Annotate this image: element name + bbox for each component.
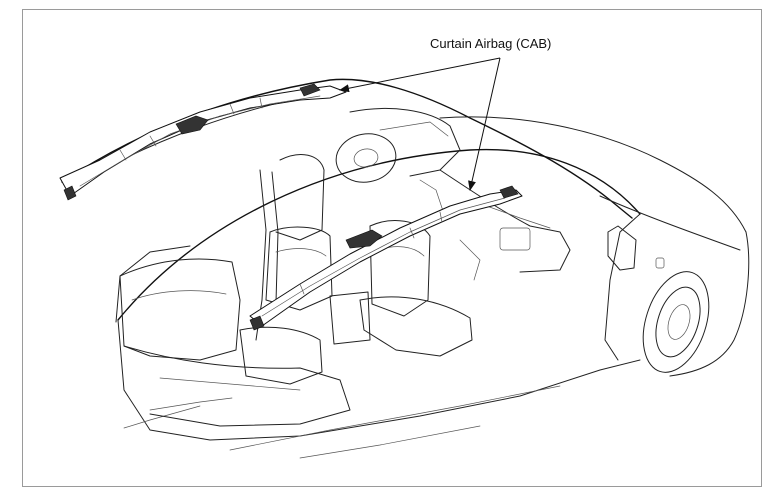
curtain-airbag-callout-label: Curtain Airbag (CAB) <box>430 36 552 51</box>
front-seats <box>239 154 473 385</box>
diagram-frame <box>22 9 762 487</box>
callout-leaders <box>339 57 501 191</box>
rear-seat <box>119 169 351 427</box>
curtain-airbag-near <box>249 185 523 331</box>
curtain-airbag-far <box>59 83 347 201</box>
